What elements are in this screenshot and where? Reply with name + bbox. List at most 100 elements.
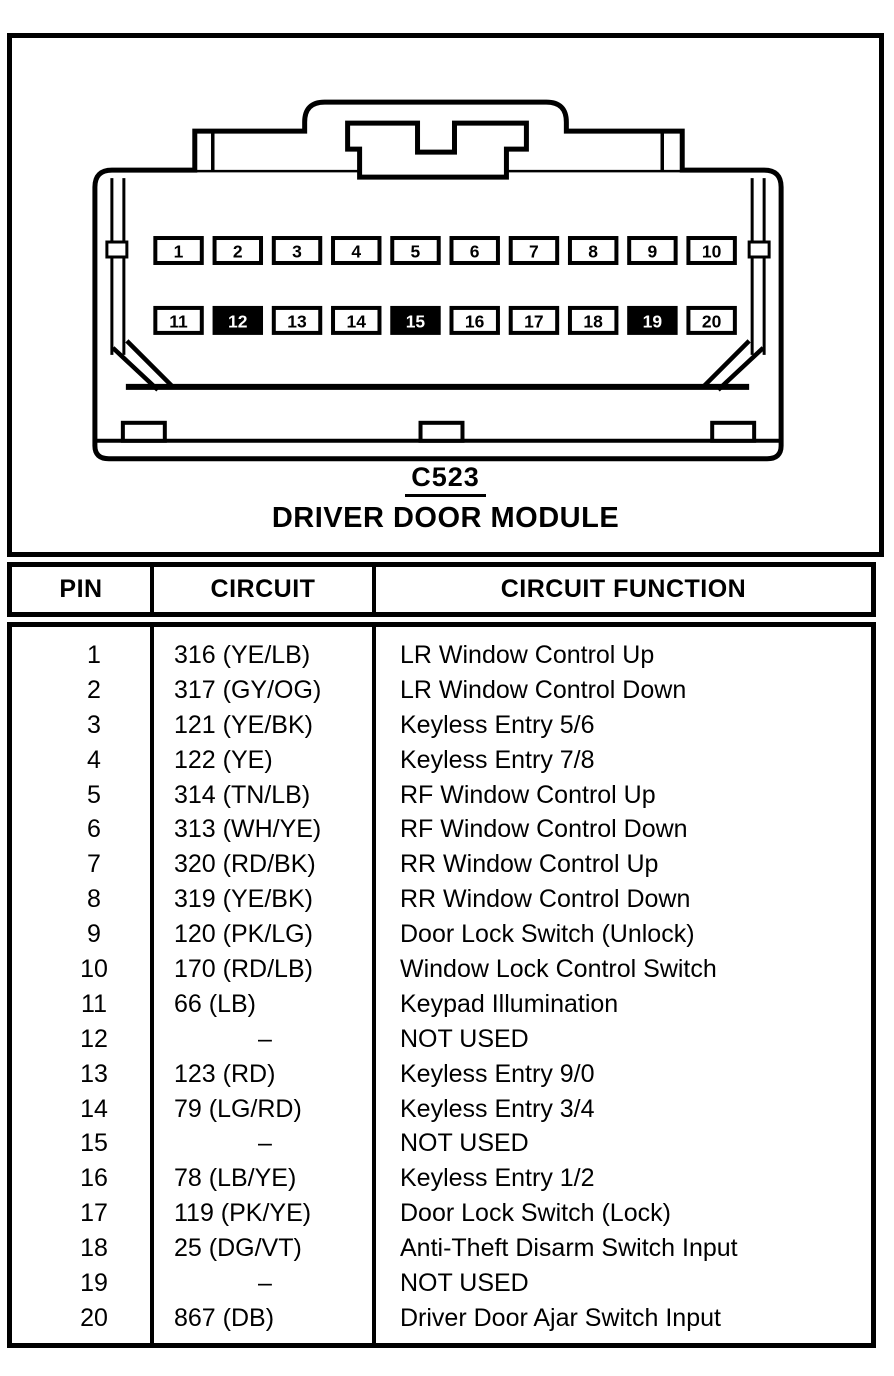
circuit-cell: – — [258, 1024, 272, 1053]
circuit-cell: 317 (GY/OG) — [174, 675, 322, 704]
pin-box-5 — [390, 236, 441, 265]
pin-cell: 5 — [87, 780, 101, 809]
pin-box-6 — [449, 236, 500, 265]
pin-cell: 2 — [87, 675, 101, 704]
pin-cell: 12 — [80, 1024, 108, 1053]
header-divider-2 — [372, 567, 376, 612]
header-divider-1 — [150, 567, 154, 612]
circuit-cell: 121 (YE/BK) — [174, 710, 313, 739]
pin-box-2 — [212, 236, 264, 265]
pin-box-7 — [508, 236, 560, 265]
circuit-cell: 123 (RD) — [174, 1059, 276, 1088]
circuit-cell: 120 (PK/LG) — [174, 920, 313, 949]
pin-number-8: 8 — [588, 241, 598, 261]
pin-box-10 — [686, 236, 737, 265]
table-row: 1 316 (YE/LB) LR Window Control Up — [12, 638, 871, 673]
pin-number-20: 20 — [702, 311, 721, 331]
circuit-cell: 313 (WH/YE) — [174, 815, 322, 844]
pin-cell: 8 — [87, 885, 101, 914]
circuit-cell: 319 (YE/BK) — [174, 885, 313, 914]
pin-box-1 — [153, 236, 204, 265]
table-row: 19–NOT USED — [12, 1266, 871, 1301]
circuit-cell: 119 (PK/YE) — [174, 1199, 312, 1228]
pin-number-17: 17 — [524, 311, 543, 331]
pin-number-6: 6 — [470, 241, 480, 261]
pin-box-4 — [331, 236, 382, 265]
pin-number-1: 1 — [174, 241, 184, 261]
function-cell: Keypad Illumination — [400, 989, 619, 1018]
pin-number-14: 14 — [346, 311, 366, 331]
circuit-cell: 122 (YE) — [174, 745, 273, 774]
pin-cell: 11 — [81, 989, 107, 1018]
pin-box-8 — [567, 236, 619, 265]
pin-number-11: 11 — [169, 311, 188, 331]
circuit-cell: 66 (LB) — [174, 989, 256, 1018]
pin-box-20 — [686, 305, 737, 335]
function-cell: Door Lock Switch (Unlock) — [400, 920, 695, 949]
pin-number-5: 5 — [411, 241, 421, 261]
function-cell: Window Lock Control Switch — [400, 955, 717, 984]
function-cell: NOT USED — [400, 1129, 529, 1158]
circuit-cell: 316 (YE/LB) — [174, 641, 311, 669]
connector-shell-outline — [92, 99, 784, 462]
table-row: 18 25 (DG/VT) Anti-Theft Disarm Switch Inp… — [12, 1231, 871, 1266]
pin-cell: 1 — [87, 641, 101, 669]
pin-cell: 14 — [80, 1094, 108, 1123]
pin-cell: 3 — [87, 710, 101, 739]
pin-cell: 13 — [80, 1059, 108, 1088]
pin-number-2: 2 — [233, 241, 243, 261]
function-cell: NOT USED — [400, 1024, 529, 1053]
pin-box-16 — [449, 305, 500, 335]
left-rail-notch — [105, 240, 129, 259]
left-corner-hatch — [111, 339, 176, 392]
key-notch — [345, 120, 529, 180]
pin-cell: 17 — [80, 1199, 108, 1228]
pin-cell: 10 — [80, 955, 108, 984]
pin-number-12: 12 — [228, 311, 248, 331]
pin-box-19 — [627, 305, 678, 335]
pin-number-15: 15 — [406, 311, 426, 331]
pin-number-16: 16 — [465, 311, 485, 331]
pin-cell: 18 — [80, 1234, 108, 1263]
function-cell: RF Window Control Down — [400, 815, 688, 844]
function-cell: LR Window Control Up — [400, 641, 655, 669]
pin-number-7: 7 — [529, 241, 539, 261]
pin-number-9: 9 — [648, 241, 658, 261]
pinout-table-header: PIN CIRCUIT CIRCUIT FUNCTION — [7, 562, 876, 617]
table-row: 4 122 (YE) Keyless Entry 7/8 — [12, 743, 871, 778]
table-row: 11 66 (LB) Keypad Illumination — [12, 987, 871, 1022]
base-foot-left — [120, 420, 167, 443]
base-foot-right — [710, 420, 757, 443]
pin-cell: 15 — [80, 1129, 108, 1158]
circuit-cell: 867 (DB) — [174, 1303, 275, 1332]
function-cell: Keyless Entry 7/8 — [400, 745, 595, 774]
body-divider-1 — [150, 627, 154, 1343]
right-rail-notch — [747, 240, 771, 259]
circuit-cell: 25 (DG/VT) — [174, 1234, 302, 1263]
pin-number-19: 19 — [643, 311, 663, 331]
pin-box-15 — [390, 305, 441, 335]
function-cell: Anti-Theft Disarm Switch Input — [400, 1234, 738, 1263]
pin-box-9 — [627, 236, 678, 265]
function-cell: NOT USED — [400, 1269, 529, 1298]
table-row: 15–NOT USED — [12, 1126, 871, 1161]
body-divider-2 — [372, 627, 376, 1343]
function-cell: Keyless Entry 1/2 — [400, 1164, 595, 1193]
pin-cell: 4 — [87, 745, 101, 774]
right-rail — [750, 178, 766, 355]
function-cell: LR Window Control Down — [400, 675, 687, 704]
circuit-cell: 79 (LG/RD) — [174, 1094, 302, 1123]
pin-number-18: 18 — [583, 311, 603, 331]
circuit-cell: 320 (RD/BK) — [174, 850, 316, 879]
